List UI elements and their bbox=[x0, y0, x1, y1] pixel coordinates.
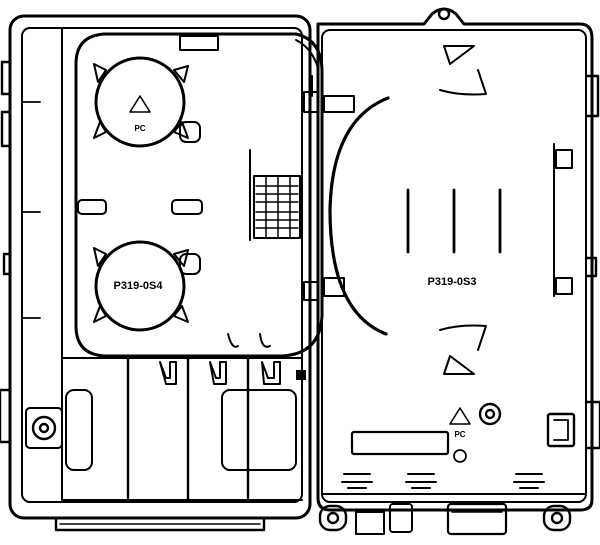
connector-block bbox=[249, 149, 301, 241]
lid-label: P319-0S3 bbox=[428, 276, 477, 288]
screw-icon bbox=[25, 407, 63, 449]
upper-spool bbox=[93, 56, 189, 148]
recycle-code-right: PC bbox=[454, 430, 465, 439]
recycle-icon bbox=[449, 407, 471, 425]
recycle-icon bbox=[129, 95, 151, 113]
recycle-code-left: PC bbox=[134, 124, 145, 133]
enclosure-base bbox=[0, 14, 312, 532]
splice-tray bbox=[74, 32, 324, 358]
left-tray-label: P319-0S4 bbox=[114, 280, 164, 292]
enclosure-lid bbox=[316, 7, 600, 536]
cable-clamps bbox=[341, 473, 545, 489]
screw-icon bbox=[478, 402, 502, 426]
mounting-ears bbox=[318, 504, 572, 532]
label-plate bbox=[350, 430, 450, 456]
cable-clip-icon bbox=[159, 361, 281, 385]
